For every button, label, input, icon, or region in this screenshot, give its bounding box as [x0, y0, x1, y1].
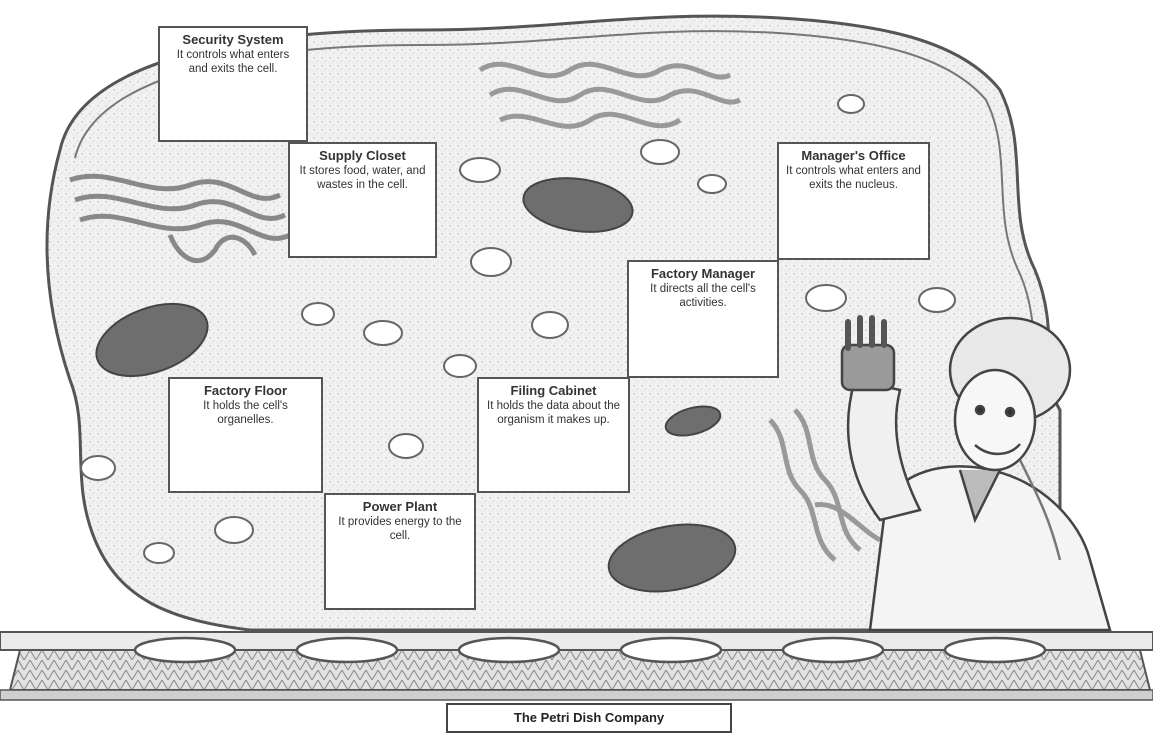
label-managers-office: Manager's Office It controls what enters… — [777, 142, 930, 260]
label-title: Factory Manager — [635, 266, 771, 281]
label-description: It holds the cell's organelles. — [176, 399, 315, 427]
label-title: Power Plant — [332, 499, 468, 514]
label-title: Factory Floor — [176, 383, 315, 398]
label-supply-closet: Supply Closet It stores food, water, and… — [288, 142, 437, 258]
label-title: Supply Closet — [296, 148, 429, 163]
label-title: Security System — [166, 32, 300, 47]
label-description: It controls what enters and exits the nu… — [785, 164, 922, 192]
label-description: It holds the data about the organism it … — [485, 399, 622, 427]
label-security-system: Security System It controls what enters … — [158, 26, 308, 142]
company-caption: The Petri Dish Company — [446, 703, 732, 733]
label-title: Filing Cabinet — [485, 383, 622, 398]
label-description: It controls what enters and exits the ce… — [166, 48, 300, 76]
label-factory-manager: Factory Manager It directs all the cell'… — [627, 260, 779, 378]
label-title: Manager's Office — [785, 148, 922, 163]
label-power-plant: Power Plant It provides energy to the ce… — [324, 493, 476, 610]
label-factory-floor: Factory Floor It holds the cell's organe… — [168, 377, 323, 493]
label-description: It stores food, water, and wastes in the… — [296, 164, 429, 192]
label-description: It directs all the cell's activities. — [635, 282, 771, 310]
label-description: It provides energy to the cell. — [332, 515, 468, 543]
label-filing-cabinet: Filing Cabinet It holds the data about t… — [477, 377, 630, 493]
scientist-figure — [842, 318, 1110, 630]
